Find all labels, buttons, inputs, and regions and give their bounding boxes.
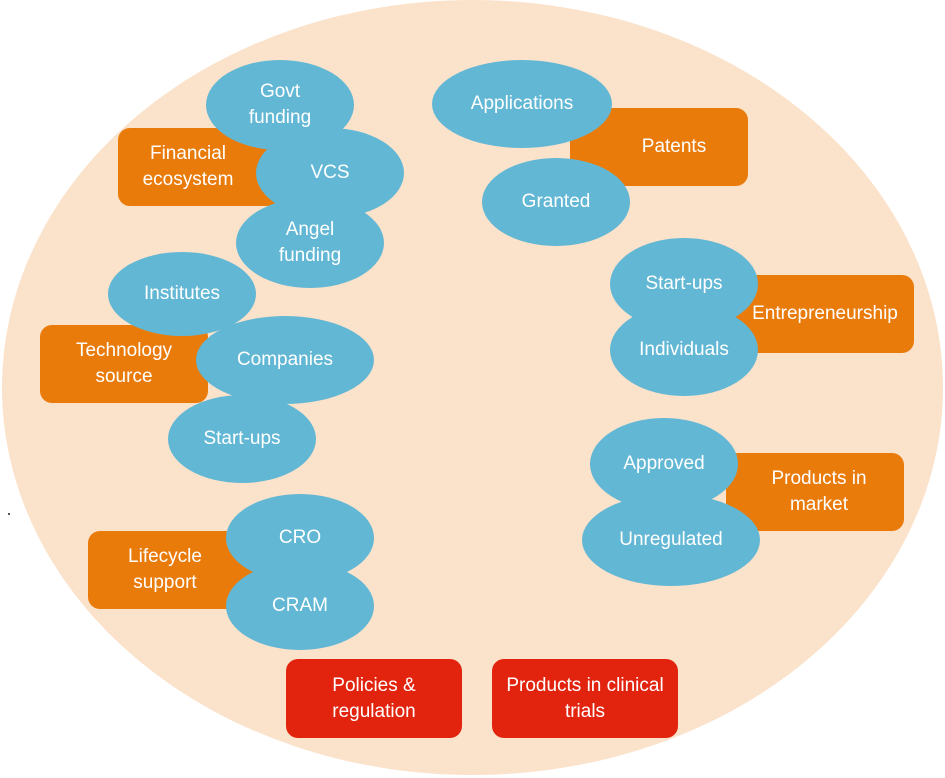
item-granted: Granted: [482, 158, 630, 246]
category-label: Patents: [641, 136, 707, 157]
item-start-ups-tech: Start-ups: [168, 395, 316, 483]
item-label: Institutes: [143, 283, 221, 304]
item-label: CRO: [278, 527, 322, 548]
item-label: Individuals: [639, 339, 729, 360]
stray-dot: [8, 513, 10, 515]
item-companies: Companies: [196, 316, 374, 404]
highlight-policies-regulation: Policies & regulation: [286, 659, 462, 738]
item-label: Granted: [521, 191, 591, 212]
item-approved: Approved: [590, 418, 738, 510]
item-individuals: Individuals: [610, 304, 758, 396]
highlight-products-clinical-trials: Products in clinical trials: [492, 659, 678, 738]
item-institutes: Institutes: [108, 252, 256, 336]
item-label: CRAM: [272, 595, 328, 616]
item-label: Start-ups: [203, 428, 281, 449]
item-angel-funding: Angel funding: [236, 198, 384, 288]
item-unregulated: Unregulated: [582, 494, 760, 586]
item-label: Govt funding: [248, 81, 312, 128]
category-label: Entrepreneurship: [752, 303, 898, 324]
item-applications: Applications: [432, 60, 612, 148]
item-label: Approved: [623, 453, 705, 474]
category-entrepreneurship: Entrepreneurship: [736, 275, 914, 353]
item-label: Applications: [470, 93, 574, 114]
category-technology-source: Technology source: [40, 325, 208, 403]
category-label: Financial ecosystem: [142, 143, 234, 190]
item-label: Start-ups: [645, 273, 723, 294]
highlight-label: Products in clinical trials: [506, 674, 664, 722]
category-label: Products in market: [771, 468, 867, 515]
highlight-label: Policies & regulation: [332, 674, 416, 722]
category-label: Technology source: [75, 340, 173, 387]
item-label: VCS: [310, 162, 350, 183]
item-label: Companies: [236, 349, 334, 370]
item-label: Angel funding: [278, 219, 342, 266]
item-start-ups-entrepreneurship: Start-ups: [610, 238, 758, 330]
item-label: Unregulated: [619, 529, 723, 550]
category-products-in-market: Products in market: [726, 453, 904, 531]
category-label: Lifecycle support: [128, 546, 202, 593]
item-cram: CRAM: [226, 562, 374, 650]
